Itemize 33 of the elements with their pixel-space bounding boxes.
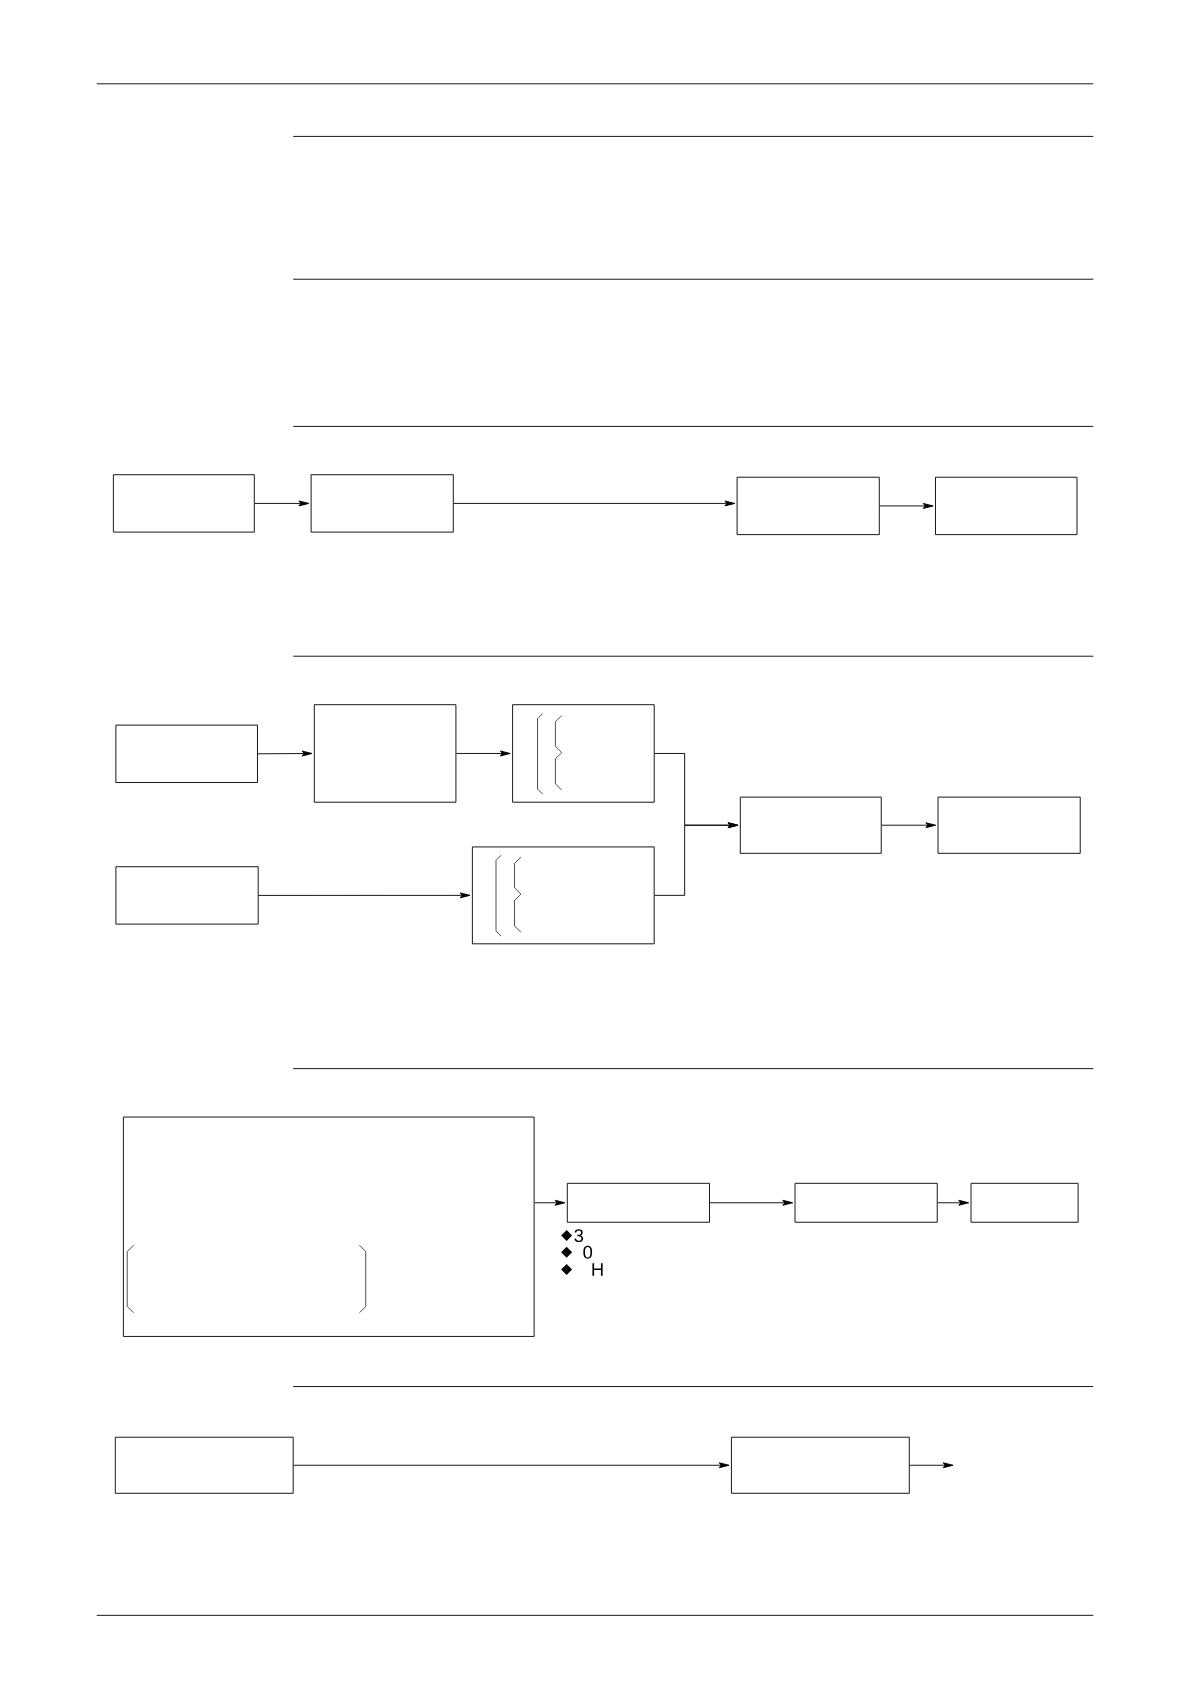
- box: [512, 704, 655, 803]
- box: [566, 1182, 710, 1223]
- bullet-label: 0: [583, 1245, 593, 1259]
- box: [471, 846, 655, 945]
- arrow: [534, 1199, 566, 1206]
- bullet-label: 3: [574, 1229, 584, 1243]
- box: [937, 796, 1081, 854]
- box: [736, 476, 880, 536]
- arrow: [258, 892, 471, 899]
- box: [114, 1436, 294, 1494]
- bullet-label: H: [592, 1263, 603, 1276]
- box: [112, 474, 255, 533]
- arrow: [937, 1199, 970, 1206]
- arrow: [257, 750, 313, 757]
- arrow: [909, 1462, 954, 1469]
- box: [970, 1182, 1079, 1223]
- box: [115, 724, 258, 783]
- arrow: [293, 1462, 730, 1469]
- arrow: [881, 822, 937, 829]
- arrow: [455, 750, 511, 757]
- box: [935, 476, 1078, 536]
- box: [115, 866, 259, 925]
- box: [730, 1436, 910, 1494]
- box: [794, 1182, 938, 1223]
- box: [313, 704, 457, 803]
- arrow: [879, 503, 934, 509]
- box: [739, 796, 882, 854]
- arrow: [453, 500, 736, 507]
- box: [310, 474, 454, 533]
- box: [122, 1116, 535, 1337]
- arrow: [709, 1199, 794, 1206]
- arrow: [654, 822, 739, 896]
- arrow: [254, 500, 310, 507]
